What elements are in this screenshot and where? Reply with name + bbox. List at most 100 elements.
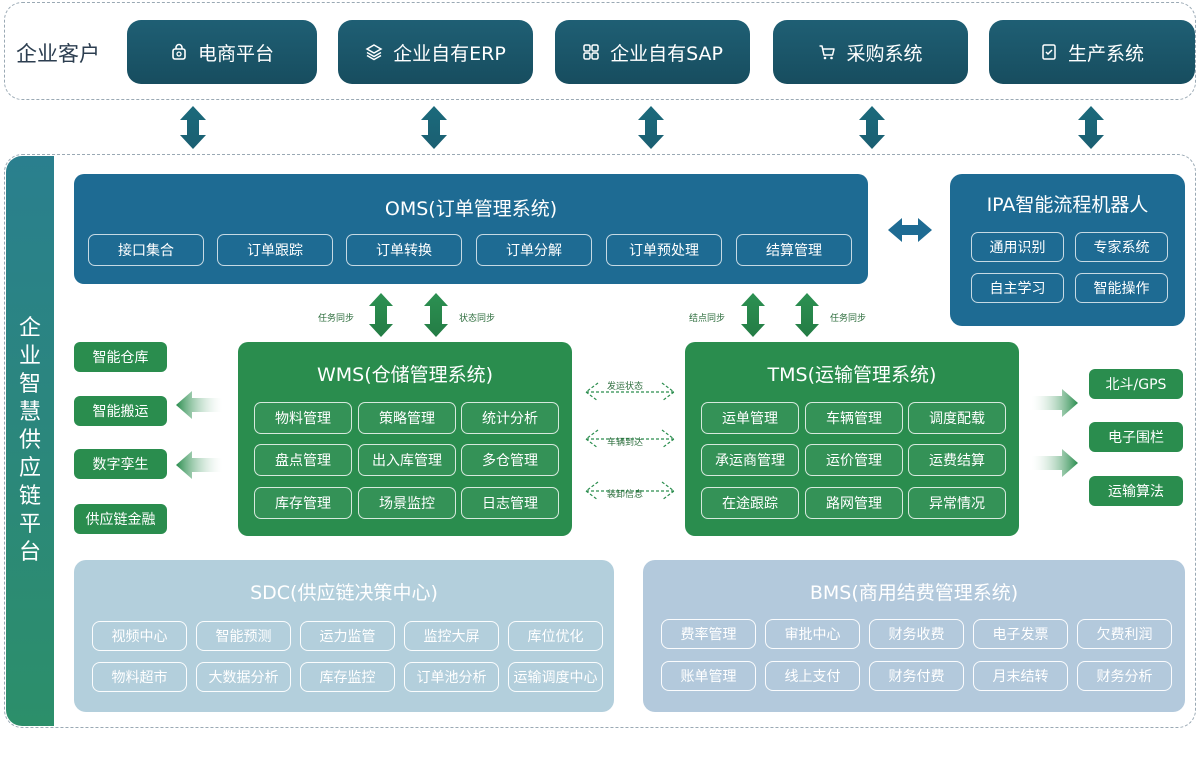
left-box-smart-warehouse[interactable]: 智能仓库 [74,342,167,372]
side-char: 智 [18,372,41,397]
oms-item[interactable]: 接口集合 [88,234,204,266]
side-char: 企 [18,316,41,341]
link-label-vehicle-arrival: 车辆到达 [607,438,644,448]
oms-item[interactable]: 订单转换 [346,234,462,266]
oms-item[interactable]: 订单分解 [476,234,592,266]
bms-item[interactable]: 欠费利润 [1077,619,1172,649]
tms-node-sync-label: 结点同步 [689,314,726,324]
system-sap[interactable]: 企业自有SAP [555,20,750,84]
ipa-item[interactable]: 通用识别 [971,232,1064,262]
oms-panel: OMS(订单管理系统) 接口集合 订单跟踪 订单转换 订单分解 订单预处理 结算… [74,174,868,284]
oms-item[interactable]: 结算管理 [736,234,852,266]
right-box-transport-algorithm[interactable]: 运输算法 [1089,476,1183,506]
side-char: 供 [18,428,41,453]
system-label: 企业自有ERP [393,42,506,65]
sdc-panel: SDC(供应链决策中心) 视频中心 智能预测 运力监管 监控大屏 库位优化 物料… [74,560,614,712]
wms-status-sync-label: 状态同步 [459,314,496,324]
wms-panel: WMS(仓储管理系统) 物料管理 策略管理 统计分析 盘点管理 出入库管理 多仓… [238,342,572,536]
wms-item[interactable]: 出入库管理 [358,444,456,476]
ipa-item[interactable]: 专家系统 [1075,232,1168,262]
wms-title: WMS(仓储管理系统) [316,364,494,386]
tms-item[interactable]: 承运商管理 [701,444,799,476]
system-label: 生产系统 [1067,42,1144,65]
sdc-item[interactable]: 智能预测 [196,621,291,651]
tms-item[interactable]: 异常情况 [908,487,1006,519]
tms-item[interactable]: 在途跟踪 [701,487,799,519]
customer-frame [4,2,1196,100]
sdc-item[interactable]: 视频中心 [92,621,187,651]
system-label: 采购系统 [846,42,923,65]
bms-item[interactable]: 月末结转 [973,661,1068,691]
sdc-item[interactable]: 运力监管 [300,621,395,651]
tms-item[interactable]: 调度配载 [908,402,1006,434]
link-label-shipping-status: 发运状态 [607,382,644,392]
tms-item[interactable]: 运单管理 [701,402,799,434]
tms-item[interactable]: 运价管理 [805,444,903,476]
ipa-item[interactable]: 自主学习 [971,273,1064,303]
oms-item[interactable]: 订单跟踪 [217,234,333,266]
oms-item[interactable]: 订单预处理 [606,234,722,266]
right-box-gps[interactable]: 北斗/GPS [1089,369,1183,399]
tms-panel: TMS(运输管理系统) 运单管理 车辆管理 调度配载 承运商管理 运价管理 运费… [685,342,1019,536]
right-box-geofence[interactable]: 电子围栏 [1089,422,1183,452]
sdc-item[interactable]: 库存监控 [300,662,395,692]
sdc-item[interactable]: 库位优化 [508,621,603,651]
sdc-item[interactable]: 订单池分析 [404,662,499,692]
bms-panel: BMS(商用结费管理系统) 费率管理 审批中心 财务收费 电子发票 欠费利润 账… [643,560,1185,712]
sdc-item[interactable]: 物料超市 [92,662,187,692]
wms-item[interactable]: 库存管理 [254,487,352,519]
bms-item[interactable]: 线上支付 [765,661,860,691]
wms-task-sync-label: 任务同步 [318,314,355,324]
sdc-title: SDC(供应链决策中心) [250,582,438,604]
left-box-digital-twin[interactable]: 数字孪生 [74,449,167,479]
double-arrow-icon [180,106,1104,149]
sdc-item[interactable]: 监控大屏 [404,621,499,651]
side-char: 慧 [18,400,41,425]
ipa-panel: IPA智能流程机器人 通用识别 专家系统 自主学习 智能操作 [950,174,1185,326]
tms-item[interactable]: 运费结算 [908,444,1006,476]
side-char: 台 [18,540,41,565]
wms-item[interactable]: 场景监控 [358,487,456,519]
system-procurement[interactable]: 采购系统 [773,20,968,84]
cart-icon [819,45,836,60]
system-label: 电商平台 [197,42,274,65]
tms-task-sync-label: 任务同步 [830,314,867,324]
grid-icon [583,44,599,60]
wms-item[interactable]: 多仓管理 [461,444,559,476]
bms-item[interactable]: 账单管理 [661,661,756,691]
shopping-bag-icon [172,43,186,60]
ipa-title: IPA智能流程机器人 [986,194,1149,216]
left-box-supply-finance[interactable]: 供应链金融 [74,504,167,534]
bms-item[interactable]: 电子发票 [973,619,1068,649]
side-char: 应 [18,456,41,481]
tms-item[interactable]: 路网管理 [805,487,903,519]
side-char: 链 [18,484,41,509]
system-production[interactable]: 生产系统 [989,20,1195,84]
checklist-icon [1042,44,1056,60]
sdc-item[interactable]: 运输调度中心 [508,662,603,692]
bms-item[interactable]: 财务收费 [869,619,964,649]
system-label: 企业自有SAP [610,42,723,65]
left-box-smart-handling[interactable]: 智能搬运 [74,396,167,426]
wms-item[interactable]: 日志管理 [461,487,559,519]
bms-item[interactable]: 费率管理 [661,619,756,649]
bms-item[interactable]: 财务付费 [869,661,964,691]
platform-frame [4,154,1196,728]
system-ecommerce[interactable]: 电商平台 [127,20,317,84]
wms-item[interactable]: 策略管理 [358,402,456,434]
sdc-item[interactable]: 大数据分析 [196,662,291,692]
oms-title: OMS(订单管理系统) [384,198,558,220]
customer-label: 企业客户 [16,42,100,66]
side-char: 业 [18,344,41,369]
wms-item[interactable]: 物料管理 [254,402,352,434]
ipa-item[interactable]: 智能操作 [1075,273,1168,303]
bms-item[interactable]: 审批中心 [765,619,860,649]
system-erp[interactable]: 企业自有ERP [338,20,533,84]
wms-item[interactable]: 盘点管理 [254,444,352,476]
bms-title: BMS(商用结费管理系统) [809,582,1019,604]
wms-item[interactable]: 统计分析 [461,402,559,434]
layers-icon [365,44,383,61]
tms-item[interactable]: 车辆管理 [805,402,903,434]
platform-side-label: 企 业 智 慧 供 应 链 平 台 [6,156,54,726]
bms-item[interactable]: 财务分析 [1077,661,1172,691]
